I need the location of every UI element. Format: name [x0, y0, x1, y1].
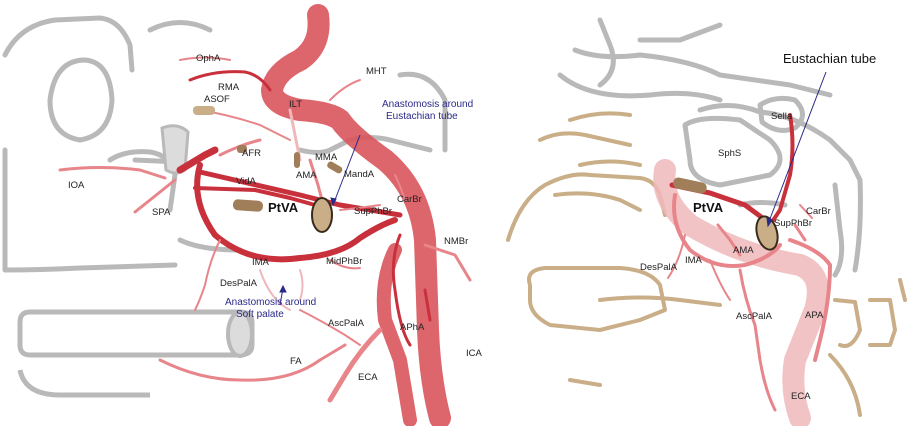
label-ama: AMA — [296, 170, 317, 181]
label-apha: APhA — [400, 322, 425, 333]
label-ica: ICA — [466, 348, 483, 359]
label-eca: ECA — [358, 372, 378, 383]
label-mma: MMA — [315, 152, 338, 163]
label-sphs: SphS — [718, 148, 741, 159]
label-right-ptva: PtVA — [693, 200, 724, 215]
label-afr: AFR — [242, 148, 261, 159]
label-right-ama: AMA — [733, 245, 754, 256]
label-right-ascpala: AscPalA — [736, 311, 773, 322]
label-ioa: IOA — [68, 180, 85, 191]
label-spa: SPA — [152, 207, 171, 218]
label-asof: ASOF — [204, 94, 230, 105]
label-vida: VidA — [236, 176, 257, 187]
annotation-softpalate-line2: Soft palate — [236, 309, 284, 320]
label-opha: OphA — [196, 53, 221, 64]
label-manda: MandA — [344, 169, 375, 180]
label-ptva: PtVA — [268, 200, 299, 215]
label-despala: DesPalA — [220, 278, 258, 289]
label-carbr: CarBr — [397, 194, 422, 205]
annotation-eustachian-line2: Eustachian tube — [386, 111, 458, 122]
label-right-eca: ECA — [791, 391, 811, 402]
label-ascpala: AscPalA — [328, 318, 365, 329]
label-eustachian-tube: Eustachian tube — [783, 51, 876, 66]
label-apa: APA — [805, 310, 824, 321]
left-mandible — [20, 312, 252, 395]
label-right-supphbr: SupPhBr — [774, 218, 812, 229]
right-panel: Eustachian tube Sella SphS PtVA CarBr Su… — [508, 20, 905, 418]
label-sella: Sella — [771, 111, 793, 122]
left-panel: OphA RMA ASOF ILT MHT AFR MMA IOA VidA A… — [5, 15, 483, 420]
label-right-despala: DesPalA — [640, 262, 678, 273]
annotation-softpalate-line1: Anastomosis around — [225, 297, 316, 308]
label-right-carbr: CarBr — [806, 206, 831, 217]
label-fa: FA — [290, 356, 302, 367]
label-ima: IMA — [252, 257, 270, 268]
label-supphbr: SupPhBr — [354, 206, 392, 217]
label-nmbr: NMBr — [444, 236, 468, 247]
annotation-eustachian-line1: Anastomosis around — [382, 99, 473, 110]
label-ilt: ILT — [289, 99, 302, 110]
label-midphbr: MidPhBr — [326, 256, 362, 267]
label-rma: RMA — [218, 82, 240, 93]
label-right-ima: IMA — [685, 255, 703, 266]
label-mht: MHT — [366, 66, 387, 77]
